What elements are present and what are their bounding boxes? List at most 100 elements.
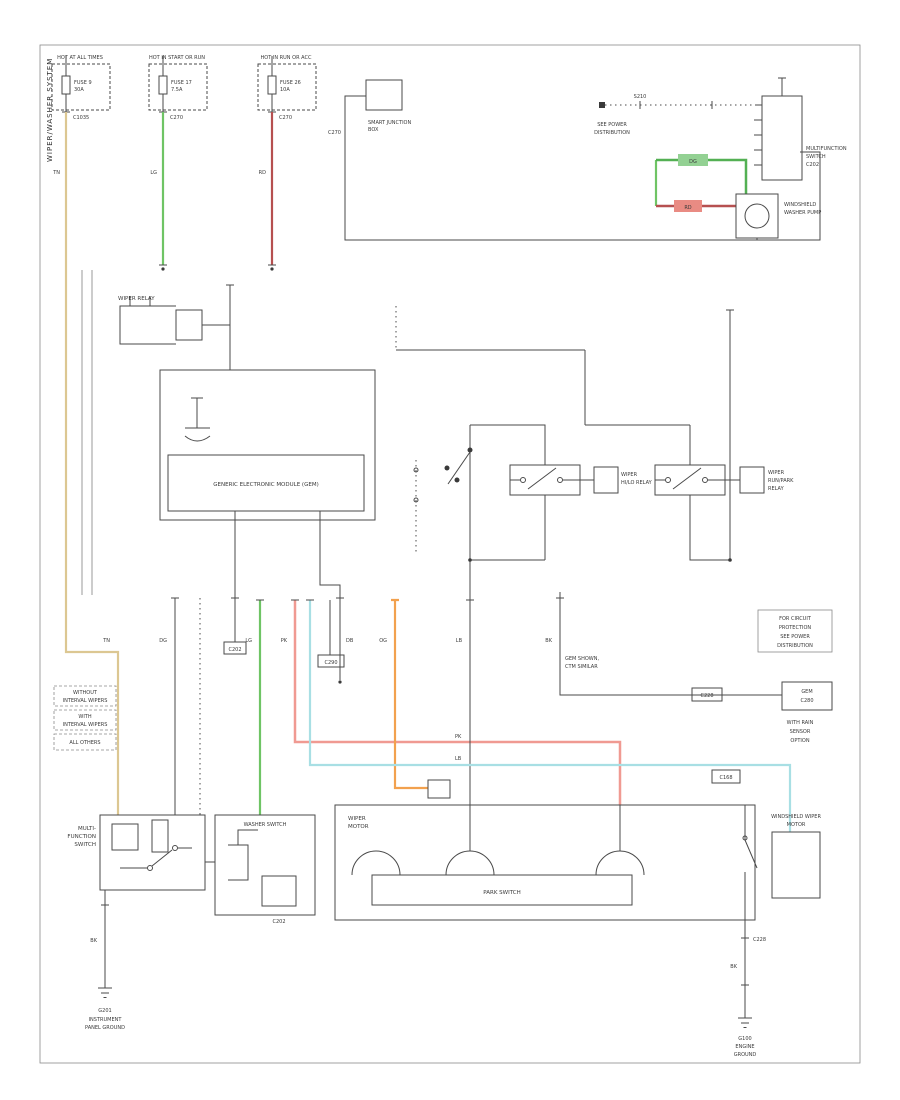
callout-without-2: INTERVAL WIPERS bbox=[63, 698, 108, 704]
power-note-1: SEE POWER bbox=[597, 122, 627, 128]
fuse-1-box bbox=[51, 63, 111, 111]
sjb-label-1: SMART JUNCTION bbox=[368, 120, 411, 126]
hi-lo-label-1: WIPER bbox=[621, 472, 638, 478]
motor-label-1: WINDSHIELD WIPER bbox=[771, 814, 821, 820]
note-line-1: FOR CIRCUIT bbox=[779, 616, 812, 622]
washer-switch: WASHER SWITCH C202 bbox=[214, 814, 316, 925]
wire-orange bbox=[391, 598, 428, 790]
run-park-label-3: RELAY bbox=[768, 486, 785, 492]
gem-outline bbox=[159, 369, 376, 521]
motor-winding-block bbox=[771, 831, 821, 899]
power-distribution: S210 SEE POWER DISTRIBUTION bbox=[594, 94, 756, 136]
ground-left-id: G201 bbox=[98, 1008, 111, 1014]
washer-switch-label: WASHER SWITCH bbox=[244, 822, 287, 828]
power-note-2: DISTRIBUTION bbox=[594, 130, 630, 136]
fuse-1-hot-label: HOT AT ALL TIMES bbox=[57, 55, 103, 61]
park-contact bbox=[744, 805, 758, 920]
note-circuit-protection: FOR CIRCUIT PROTECTION SEE POWER DISTRIB… bbox=[757, 609, 833, 653]
mf-switch-connector bbox=[111, 823, 139, 851]
washer-pump-circuit: DG RD WINDSHIELD WASHER PUMP bbox=[654, 154, 821, 240]
washer-switch-conn-label: C202 bbox=[272, 919, 285, 925]
fuse-2-hot-label: HOT IN START OR RUN bbox=[149, 55, 205, 61]
flag-c202-label: C202 bbox=[228, 647, 241, 653]
flag-c290-label: C290 bbox=[324, 660, 337, 666]
callout-with bbox=[53, 709, 117, 731]
ground-left-wire-code: BK bbox=[90, 938, 97, 944]
ground-right-id: G100 bbox=[738, 1036, 751, 1042]
sjb-connector-block bbox=[365, 79, 403, 111]
fuse-1-wire-code: TN bbox=[52, 170, 60, 176]
spine-title: WIPER/WASHER SYSTEM bbox=[46, 58, 54, 162]
fuse-1-name: FUSE 9 bbox=[74, 80, 92, 86]
ground-left-desc-2: PANEL GROUND bbox=[85, 1025, 125, 1031]
wiper-motor-box bbox=[334, 804, 756, 921]
washer-pump-label-1: WINDSHIELD bbox=[784, 202, 816, 208]
hi-lo-relay: WIPER HI/LO RELAY bbox=[509, 464, 653, 496]
flag-c228-label: C228 bbox=[700, 693, 713, 699]
mf-label-3: SWITCH bbox=[74, 842, 96, 848]
note-line-3: SEE POWER bbox=[780, 634, 810, 640]
callout-without-1: WITHOUT bbox=[73, 690, 98, 696]
smart-junction-box: SMART JUNCTION BOX C270 bbox=[328, 79, 821, 241]
wire-code-row: TN DG LG PK DB OG LB BK PK LB bbox=[102, 638, 553, 762]
splice-label: S210 bbox=[634, 94, 647, 100]
washer-switch-connector bbox=[261, 875, 297, 907]
fuse-3-box bbox=[257, 63, 317, 111]
callout-with-1: WITH bbox=[78, 714, 91, 720]
fuse-2: HOT IN START OR RUN FUSE 17 7.5A C270 LG bbox=[148, 55, 208, 176]
code-db: DB bbox=[346, 638, 354, 644]
flag-c168 bbox=[711, 769, 741, 784]
fuse-1-connector: C1035 bbox=[73, 115, 89, 121]
fuse-3-hot-label: HOT IN RUN OR ACC bbox=[261, 55, 312, 61]
multifunction-switch-bottom: MULTI- FUNCTION SWITCH bbox=[67, 814, 215, 891]
run-park-label-2: RUN/PARK bbox=[768, 478, 794, 484]
brush-arcs bbox=[351, 850, 645, 876]
ground-right: C228 BK G100 ENGINE GROUND bbox=[730, 920, 766, 1058]
fuse-2-rating: 7.5A bbox=[171, 87, 183, 93]
wiper-relay: WIPER RELAY bbox=[118, 296, 230, 345]
callout-without bbox=[53, 685, 117, 707]
wire-tan bbox=[64, 112, 120, 815]
gem-label: GENERIC ELECTRONIC MODULE (GEM) bbox=[213, 482, 318, 488]
gem-internal-symbol bbox=[184, 397, 211, 442]
flag-c202 bbox=[223, 641, 247, 655]
gem-connector-box: GEM C280 bbox=[781, 681, 833, 711]
gem-label-box bbox=[167, 454, 365, 512]
rain-note-3: OPTION bbox=[790, 738, 809, 744]
option-callouts: WITHOUT INTERVAL WIPERS WITH INTERVAL WI… bbox=[53, 685, 117, 751]
ground-right-wire-code: BK bbox=[730, 964, 737, 970]
code-lg: LG bbox=[245, 638, 252, 644]
ground-right-conn: C228 bbox=[753, 937, 766, 943]
mf-label-2: FUNCTION bbox=[67, 834, 96, 840]
ground-right-desc-1: ENGINE bbox=[735, 1044, 754, 1050]
washer-pump-label-2: WASHER PUMP bbox=[784, 210, 821, 216]
red-wire-code: RD bbox=[684, 205, 691, 211]
hi-lo-label-2: HI/LO RELAY bbox=[621, 480, 653, 486]
note-rain-sensor: WITH RAIN SENSOR OPTION bbox=[787, 720, 814, 744]
wiper-relay-label: WIPER RELAY bbox=[118, 296, 155, 302]
wire-cyan bbox=[308, 600, 792, 832]
callout-others-1: ALL OTHERS bbox=[69, 740, 100, 746]
wire-pink bbox=[293, 600, 622, 805]
hi-lo-relay-connector bbox=[593, 466, 619, 494]
spare-conductors bbox=[81, 270, 93, 595]
washer-switch-box bbox=[214, 814, 316, 916]
lower-wire-runs: C202 C290 C228 C168 bbox=[171, 592, 792, 832]
code-tn: TN bbox=[102, 638, 110, 644]
wire-to-gem bbox=[226, 284, 234, 370]
fuse-3-name: FUSE 26 bbox=[280, 80, 301, 86]
wiper-switch-center bbox=[395, 306, 691, 592]
mfs-label-1: MULTIFUNCTION bbox=[806, 146, 847, 152]
callout-others bbox=[53, 733, 117, 751]
wiper-relay-connector bbox=[175, 309, 203, 341]
page-border bbox=[39, 44, 861, 1064]
washer-pump-motor-symbol bbox=[744, 203, 770, 229]
code-pk: PK bbox=[281, 638, 288, 644]
fuse-3-symbol bbox=[267, 75, 277, 95]
mf-switch-detent bbox=[151, 819, 169, 853]
splice-square bbox=[599, 102, 605, 108]
code-lb: LB bbox=[456, 638, 463, 644]
orange-wire-connector bbox=[427, 779, 451, 799]
fuse-2-symbol bbox=[158, 75, 168, 95]
